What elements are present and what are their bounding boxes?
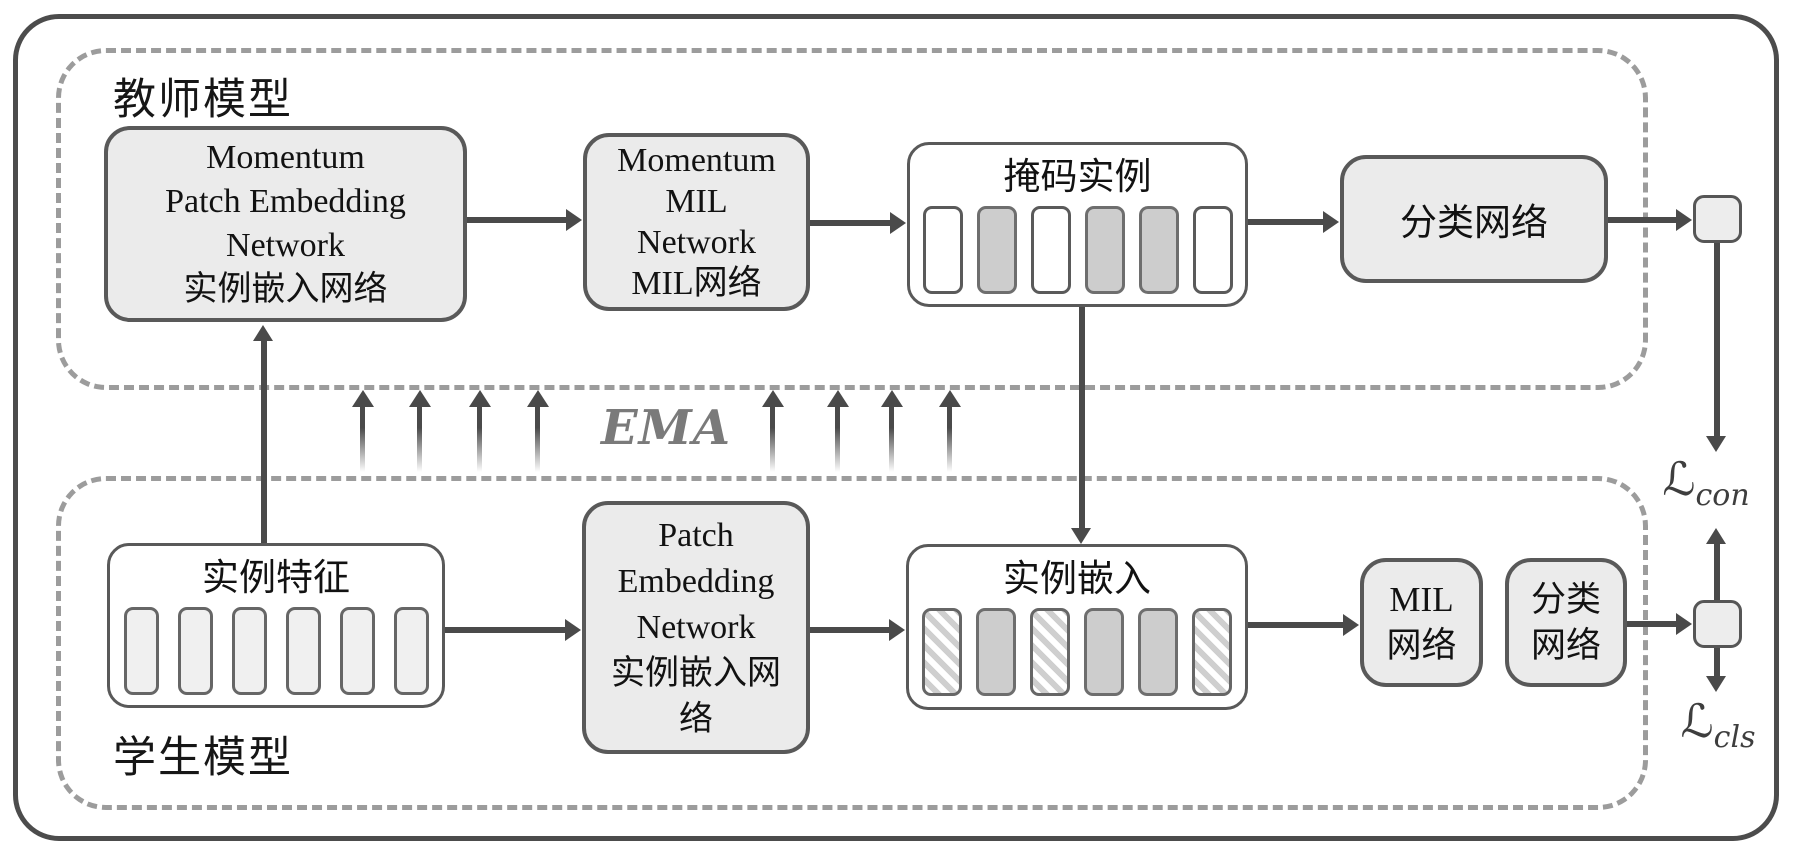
instance-cell-masked	[976, 608, 1016, 696]
loss-subscript: con	[1695, 478, 1750, 514]
student-mil-network-box: MIL 网络	[1360, 558, 1483, 687]
box-text-line: Embedding	[617, 562, 775, 600]
loss-subscript: cls	[1713, 720, 1756, 756]
box-text-line: 网络	[1386, 625, 1457, 665]
ema-update-arrow	[827, 390, 849, 475]
instance-embedding-title: 实例嵌入	[1003, 559, 1151, 600]
instance-cell-plain	[1030, 205, 1071, 294]
ema-update-arrow	[527, 390, 549, 475]
instance-cell-feature	[231, 606, 267, 695]
masked-instances-title: 掩码实例	[1003, 156, 1152, 198]
instance-cell-plain	[1192, 205, 1233, 294]
arrow-embedding-to-milnet	[1248, 614, 1359, 636]
instance-cell-hatched	[922, 608, 962, 696]
box-text-line: Momentum	[617, 142, 776, 179]
instance-cell-hatched	[1192, 608, 1232, 696]
student-output-node	[1693, 600, 1742, 648]
ema-update-arrow	[881, 390, 903, 475]
teacher-model-label: 教师模型	[113, 77, 293, 124]
masked-instances-cells	[922, 205, 1233, 294]
instance-cell-masked	[1084, 205, 1125, 294]
arrow-features-to-patchnet	[445, 619, 581, 641]
instance-cell-feature	[339, 606, 375, 695]
box-text-line: Network	[226, 227, 345, 264]
arrow-classifier-to-teacher-output	[1608, 209, 1692, 231]
momentum-patch-embedding-network-box: Momentum Patch Embedding Network 实例嵌入网络	[104, 126, 467, 322]
instance-features-cells	[123, 606, 429, 695]
instance-cell-feature	[123, 606, 159, 695]
instance-cell-hatched	[1030, 608, 1070, 696]
ema-update-arrow	[352, 390, 374, 475]
box-text-line: Patch Embedding	[165, 183, 406, 220]
arrow-classifier-to-student-output	[1627, 613, 1692, 635]
ema-label: EMA	[601, 400, 731, 456]
instance-cell-masked	[1138, 205, 1179, 294]
diagram-outer-frame	[13, 14, 1779, 841]
contrastive-loss-label: ℒcon	[1636, 452, 1776, 513]
instance-cell-masked	[1138, 608, 1178, 696]
masked-instances-box: 掩码实例	[907, 142, 1248, 307]
arrow-features-to-teacher-patchnet	[253, 325, 273, 543]
box-text-line: Patch	[658, 516, 734, 554]
instance-cell-masked	[1084, 608, 1124, 696]
instance-cell-plain	[922, 205, 963, 294]
teacher-classifier-network-box: 分类网络	[1340, 155, 1608, 283]
instance-embedding-box: 实例嵌入	[906, 544, 1248, 710]
instance-features-box: 实例特征	[107, 543, 445, 708]
box-text-line: 实例嵌入网络	[183, 271, 388, 308]
loss-symbol: ℒ	[1680, 694, 1714, 748]
box-text-line: 分类	[1530, 579, 1601, 619]
instance-cell-feature	[177, 606, 213, 695]
arrow-patchnet-to-milnet	[467, 209, 582, 231]
box-text-line: MIL	[665, 183, 728, 220]
box-text-line: MIL	[1389, 579, 1454, 619]
arrow-patchnet-to-embedding	[810, 619, 905, 641]
arrow-masked-to-embedding	[1071, 307, 1091, 544]
arrow-masked-to-classifier	[1248, 211, 1339, 233]
instance-cell-feature	[393, 606, 429, 695]
box-text-line: Network	[637, 224, 756, 261]
ema-update-arrow	[939, 390, 961, 475]
student-classifier-network-box: 分类 网络	[1505, 558, 1627, 687]
classification-loss-label: ℒcls	[1648, 694, 1788, 755]
box-text-line: Network	[636, 608, 756, 646]
instance-embedding-cells	[922, 608, 1232, 696]
box-text-line: 网络	[1530, 625, 1601, 665]
student-model-label: 学生模型	[113, 735, 293, 782]
instance-cell-masked	[976, 205, 1017, 294]
teacher-output-node	[1693, 195, 1742, 243]
box-text-line: 络	[679, 700, 713, 738]
student-model-group: 学生模型	[56, 476, 1648, 810]
ema-update-arrow	[409, 390, 431, 475]
loss-symbol: ℒ	[1662, 452, 1696, 506]
instance-cell-feature	[285, 606, 321, 695]
ema-update-arrow	[469, 390, 491, 475]
box-text-line: MIL网络	[631, 265, 762, 302]
instance-features-title: 实例特征	[202, 557, 350, 599]
box-text-line: 实例嵌入网	[611, 654, 781, 692]
box-text-line: Momentum	[206, 139, 365, 176]
patch-embedding-network-box: Patch Embedding Network 实例嵌入网 络	[582, 501, 810, 754]
momentum-mil-network-box: Momentum MIL Network MIL网络	[583, 133, 810, 311]
arrow-student-output-to-contrastive-loss	[1706, 528, 1726, 600]
arrow-teacher-output-to-contrastive-loss	[1706, 243, 1726, 452]
ema-update-arrow	[762, 390, 784, 475]
arrow-student-output-to-classification-loss	[1706, 648, 1726, 692]
arrow-milnet-to-masked	[810, 212, 906, 234]
box-text-line: 分类网络	[1400, 203, 1548, 244]
